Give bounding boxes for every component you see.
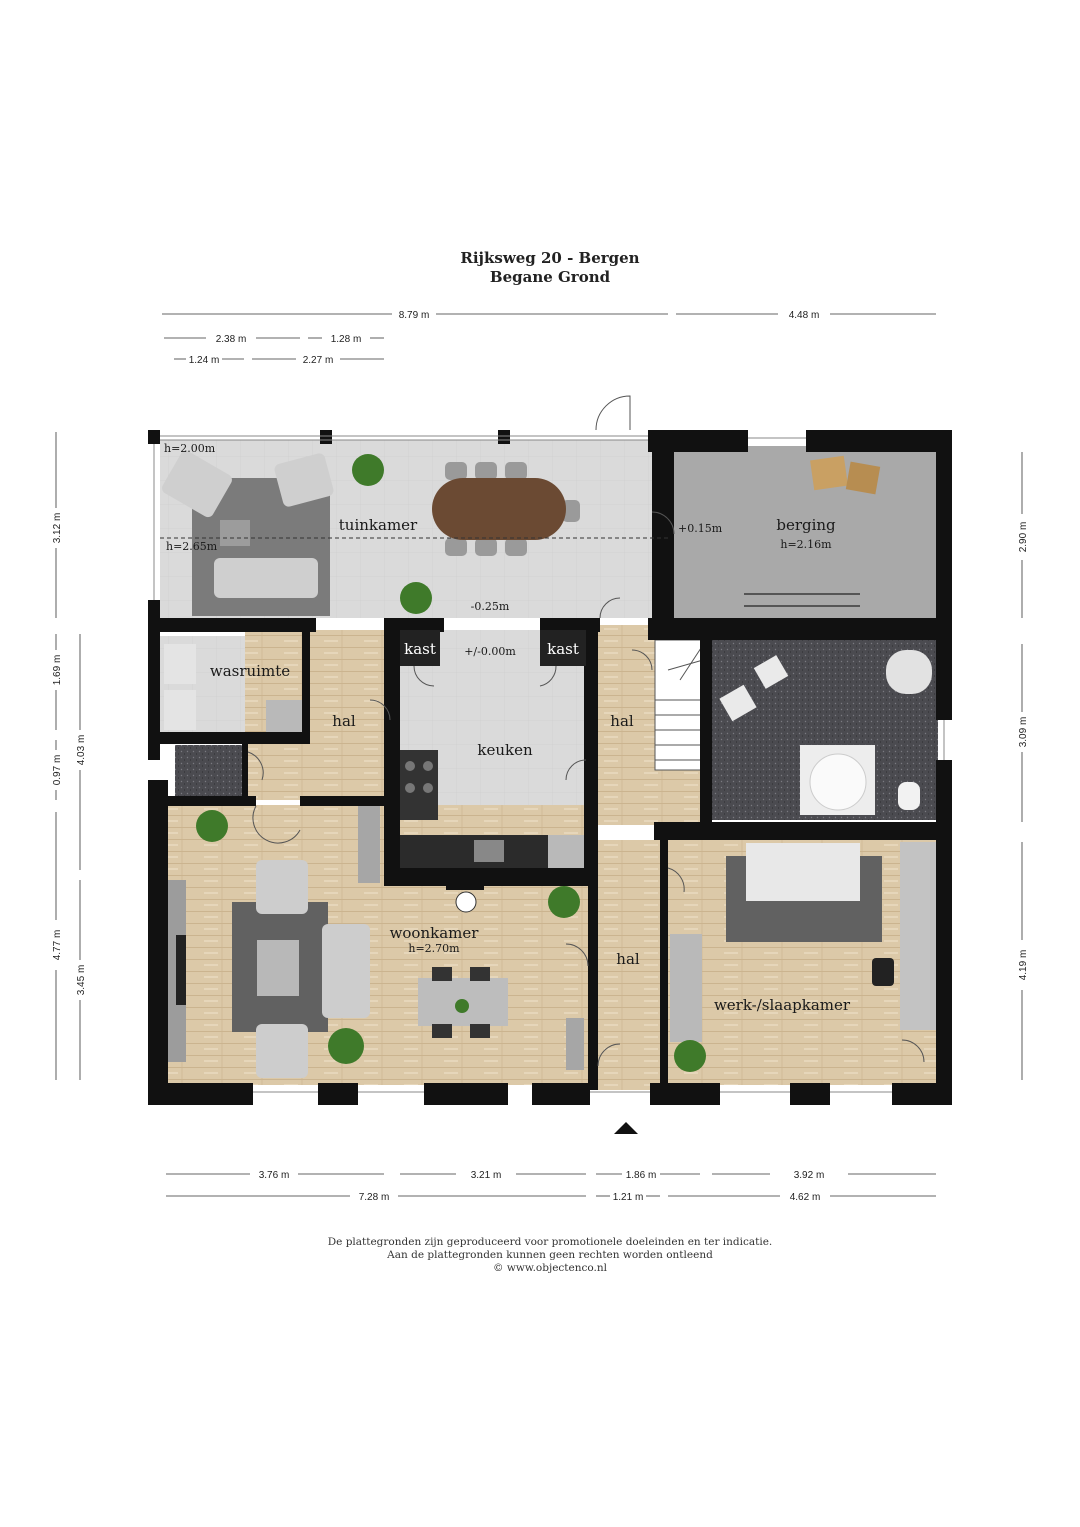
staircase xyxy=(654,639,704,771)
label-kast-1: kast xyxy=(404,640,436,658)
dim-bottom-row2-a: 7.28 m xyxy=(359,1192,390,1203)
label-height-top: h=2.00m xyxy=(164,442,216,455)
dim-top-row2-b: 1.28 m xyxy=(331,334,362,345)
entrance-arrow-icon xyxy=(614,1122,638,1134)
plan-title: Rijksweg 20 - Bergen xyxy=(460,249,640,267)
dim-left-b: 1.69 m xyxy=(52,655,63,686)
dim-left-d: 4.77 m xyxy=(52,930,63,961)
stove xyxy=(400,750,438,820)
dim-right-b: 3.09 m xyxy=(1018,717,1029,748)
label-tuinkamer-level: -0.25m xyxy=(471,600,510,613)
label-hal-1: hal xyxy=(332,712,356,730)
floor-berging xyxy=(670,446,938,620)
dim-top-row3-b: 2.27 m xyxy=(303,355,334,366)
dim-top-row3-a: 1.24 m xyxy=(189,355,220,366)
dim-right-a: 2.90 m xyxy=(1018,522,1029,553)
dim-bottom-row1-a: 3.76 m xyxy=(259,1170,290,1181)
disclaimer-line-2: Aan de plattegronden kunnen geen rechten… xyxy=(387,1249,713,1261)
dim-top-row2-a: 2.38 m xyxy=(216,334,247,345)
label-tuinkamer: tuinkamer xyxy=(339,516,418,534)
label-woonkamer-height: h=2.70m xyxy=(408,942,460,955)
dim-bottom-row2-b: 1.21 m xyxy=(613,1192,644,1203)
label-hal-2: hal xyxy=(610,712,634,730)
doors xyxy=(247,395,925,1067)
dim-bottom-row1-b: 3.21 m xyxy=(471,1170,502,1181)
label-keuken: keuken xyxy=(477,741,533,759)
label-woonkamer: woonkamer xyxy=(390,924,480,942)
dining-table xyxy=(432,462,580,556)
dim-bottom-row1-c: 1.86 m xyxy=(626,1170,657,1181)
label-berging-height: h=2.16m xyxy=(780,538,832,551)
label-berging: berging xyxy=(776,516,836,534)
label-hal-3: hal xyxy=(616,950,640,968)
dim-bottom-row2-c: 4.62 m xyxy=(790,1192,821,1203)
copyright: © www.objectenco.nl xyxy=(493,1262,607,1274)
floor-hal-3 xyxy=(598,840,663,1090)
dim-left-inner-b: 3.45 m xyxy=(76,965,87,996)
dim-left-a: 3.12 m xyxy=(52,513,63,544)
dim-top-total-left: 8.79 m xyxy=(399,310,430,321)
dim-right-c: 4.19 m xyxy=(1018,950,1029,981)
armchair xyxy=(162,450,232,518)
label-werk-slaapkamer: werk-/slaapkamer xyxy=(714,996,851,1014)
dimension-lines xyxy=(55,313,1023,1197)
dim-left-inner-a: 4.03 m xyxy=(76,735,87,766)
label-keuken-level: +/-0.00m xyxy=(464,645,516,658)
dim-left-c: 0.97 m xyxy=(52,755,63,786)
label-berging-level: +0.15m xyxy=(678,522,723,535)
sofa xyxy=(214,558,318,598)
disclaimer: De plattegronden zijn geproduceerd voor … xyxy=(0,1236,1080,1275)
label-kast-2: kast xyxy=(547,640,579,658)
armchair xyxy=(274,453,334,507)
label-height-bottom: h=2.65m xyxy=(166,540,218,553)
desk xyxy=(900,842,936,1030)
dim-bottom-row1-d: 3.92 m xyxy=(794,1170,825,1181)
label-wasruimte: wasruimte xyxy=(210,662,290,680)
bed xyxy=(746,843,860,901)
plants xyxy=(196,454,706,1072)
windows xyxy=(153,435,945,1093)
floor-toilet xyxy=(175,745,245,800)
furniture xyxy=(162,450,936,1078)
walls xyxy=(148,430,952,1105)
plan-subtitle: Begane Grond xyxy=(489,268,611,286)
disclaimer-line-1: De plattegronden zijn geproduceerd voor … xyxy=(327,1236,773,1248)
dim-top-total-right: 4.48 m xyxy=(789,310,820,321)
